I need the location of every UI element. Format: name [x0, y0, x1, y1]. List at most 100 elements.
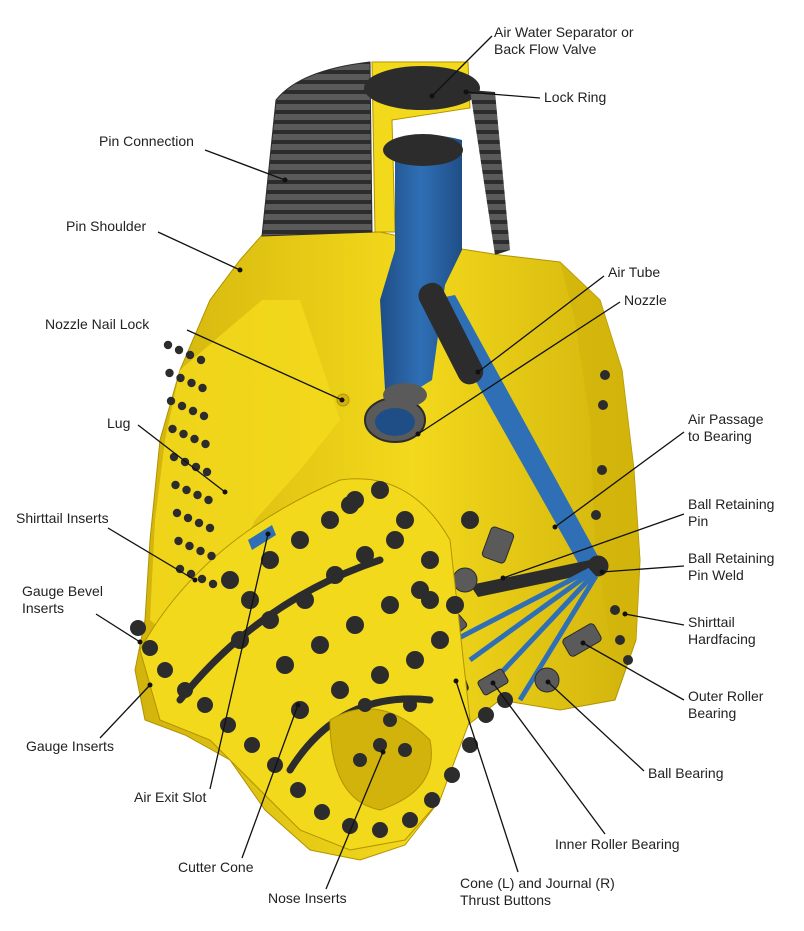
shirttail-insert [174, 345, 184, 355]
leader-dot-gauge-bevel-inserts [137, 639, 143, 645]
leader-dot-pin-shoulder [237, 267, 243, 273]
shirttail-insert [188, 406, 198, 416]
leader-air-tube [477, 275, 605, 373]
label-air-tube: Air Tube [608, 264, 660, 281]
bore-opening [364, 66, 480, 110]
shirttail-insert [194, 518, 204, 528]
label-nozzle-nail-lock: Nozzle Nail Lock [45, 316, 149, 333]
leader-lines [95, 35, 685, 890]
gauge-insert [424, 792, 440, 808]
air-exit-slot-part [248, 525, 276, 550]
shirttail-insert [166, 396, 176, 406]
nose-insert [383, 713, 397, 727]
label-outer-roller-bearing-line: Outer Roller [688, 688, 764, 704]
cone-insert [311, 636, 329, 654]
label-ball-retaining-pin-line: Pin [688, 513, 709, 529]
shirttail-insert [165, 368, 174, 378]
journal-button [421, 551, 439, 569]
gauge-insert [372, 822, 388, 838]
shirttail-insert [163, 340, 173, 350]
shirttail-insert [171, 480, 180, 490]
leader-shirttail-hardfacing [624, 613, 685, 626]
label-gauge-inserts: Gauge Inserts [26, 738, 114, 755]
label-shirttail-inserts-line: Shirttail Inserts [16, 510, 109, 526]
air-tube-part [418, 282, 600, 575]
gauge-insert [290, 782, 306, 798]
label-ball-bearing-line: Ball Bearing [648, 765, 724, 781]
label-cone-journal-thrust-line: Thrust Buttons [460, 892, 552, 908]
label-shirttail-hardfacing-line: Hardfacing [688, 631, 756, 647]
label-air-passage-line: to Bearing [688, 428, 752, 444]
nozzle-bore [375, 408, 415, 436]
leader-dot-outer-roller-bearing [580, 640, 586, 646]
journal-button [461, 511, 479, 529]
shirttail-insert [191, 462, 201, 472]
leader-gauge-bevel-inserts [95, 613, 141, 643]
label-shirttail-hardfacing-line: Shirttail [688, 614, 735, 630]
leader-ball-bearing [547, 681, 645, 772]
shirttail-insert [183, 513, 193, 523]
cone-insert [331, 681, 349, 699]
shirttail-insert [208, 579, 218, 589]
shirttail-insert [169, 452, 179, 462]
hardfacing-button [623, 655, 633, 665]
label-pin-connection: Pin Connection [99, 133, 194, 150]
gauge-insert [402, 812, 418, 828]
shirttail-insert [196, 546, 205, 556]
gauge-insert [444, 767, 460, 783]
leader-nozzle [417, 301, 621, 435]
leader-air-water-separator [431, 35, 493, 97]
leader-lug [137, 424, 226, 493]
hardfacing-button [598, 400, 608, 410]
label-air-tube-line: Air Tube [608, 264, 661, 280]
shirttail-insert [190, 434, 199, 444]
shirttail-insert [201, 439, 210, 449]
outer-roller-bearing-part [562, 623, 602, 657]
journal-roller [481, 526, 515, 564]
label-pin-shoulder: Pin Shoulder [66, 218, 146, 235]
label-ball-bearing: Ball Bearing [648, 765, 724, 782]
leader-dot-air-tube [475, 369, 481, 375]
nose-insert [398, 743, 412, 757]
leader-ball-retaining-pin [502, 513, 685, 579]
label-nozzle-line: Nozzle [624, 292, 667, 308]
label-inner-roller-bearing-line: Inner Roller Bearing [555, 836, 680, 852]
cone-insert [291, 531, 309, 549]
ball-retaining-ball [452, 567, 478, 593]
cone-insert [261, 551, 279, 569]
nozzle-top [383, 383, 427, 407]
lug-surface [150, 300, 340, 640]
cone-insert [241, 591, 259, 609]
leader-dot-air-passage [552, 524, 558, 530]
shirttail-insert [182, 485, 191, 495]
label-air-exit-slot-line: Air Exit Slot [134, 789, 207, 805]
leader-dot-nozzle-nail-lock [339, 397, 345, 403]
label-outer-roller-bearing-line: Bearing [688, 705, 737, 721]
shirttail-insert [196, 355, 206, 365]
leader-ball-retaining-pin-weld [601, 565, 685, 573]
carbide-inserts [130, 340, 633, 838]
label-air-water-separator-line: Air Water Separator or [494, 24, 634, 40]
gauge-insert [177, 682, 193, 698]
shirttail-insert [205, 523, 215, 533]
gauge-insert [197, 697, 213, 713]
shirttail-insert [187, 378, 196, 388]
label-nozzle: Nozzle [624, 292, 667, 309]
label-air-water-separator-line: Back Flow Valve [494, 41, 597, 57]
leader-shirttail-inserts [107, 527, 196, 581]
shirttail-insert [204, 495, 213, 505]
hardfacing-button [600, 370, 610, 380]
hardfacing-button [610, 605, 620, 615]
air-tube-body [418, 282, 484, 385]
gauge-insert [314, 804, 330, 820]
leader-dot-lock-ring [463, 89, 469, 95]
shirttail-insert [176, 373, 185, 383]
leader-cutter-cone [241, 704, 299, 859]
leader-dot-ball-bearing [545, 679, 551, 685]
leader-lock-ring [465, 91, 541, 99]
cone-insert [396, 511, 414, 529]
